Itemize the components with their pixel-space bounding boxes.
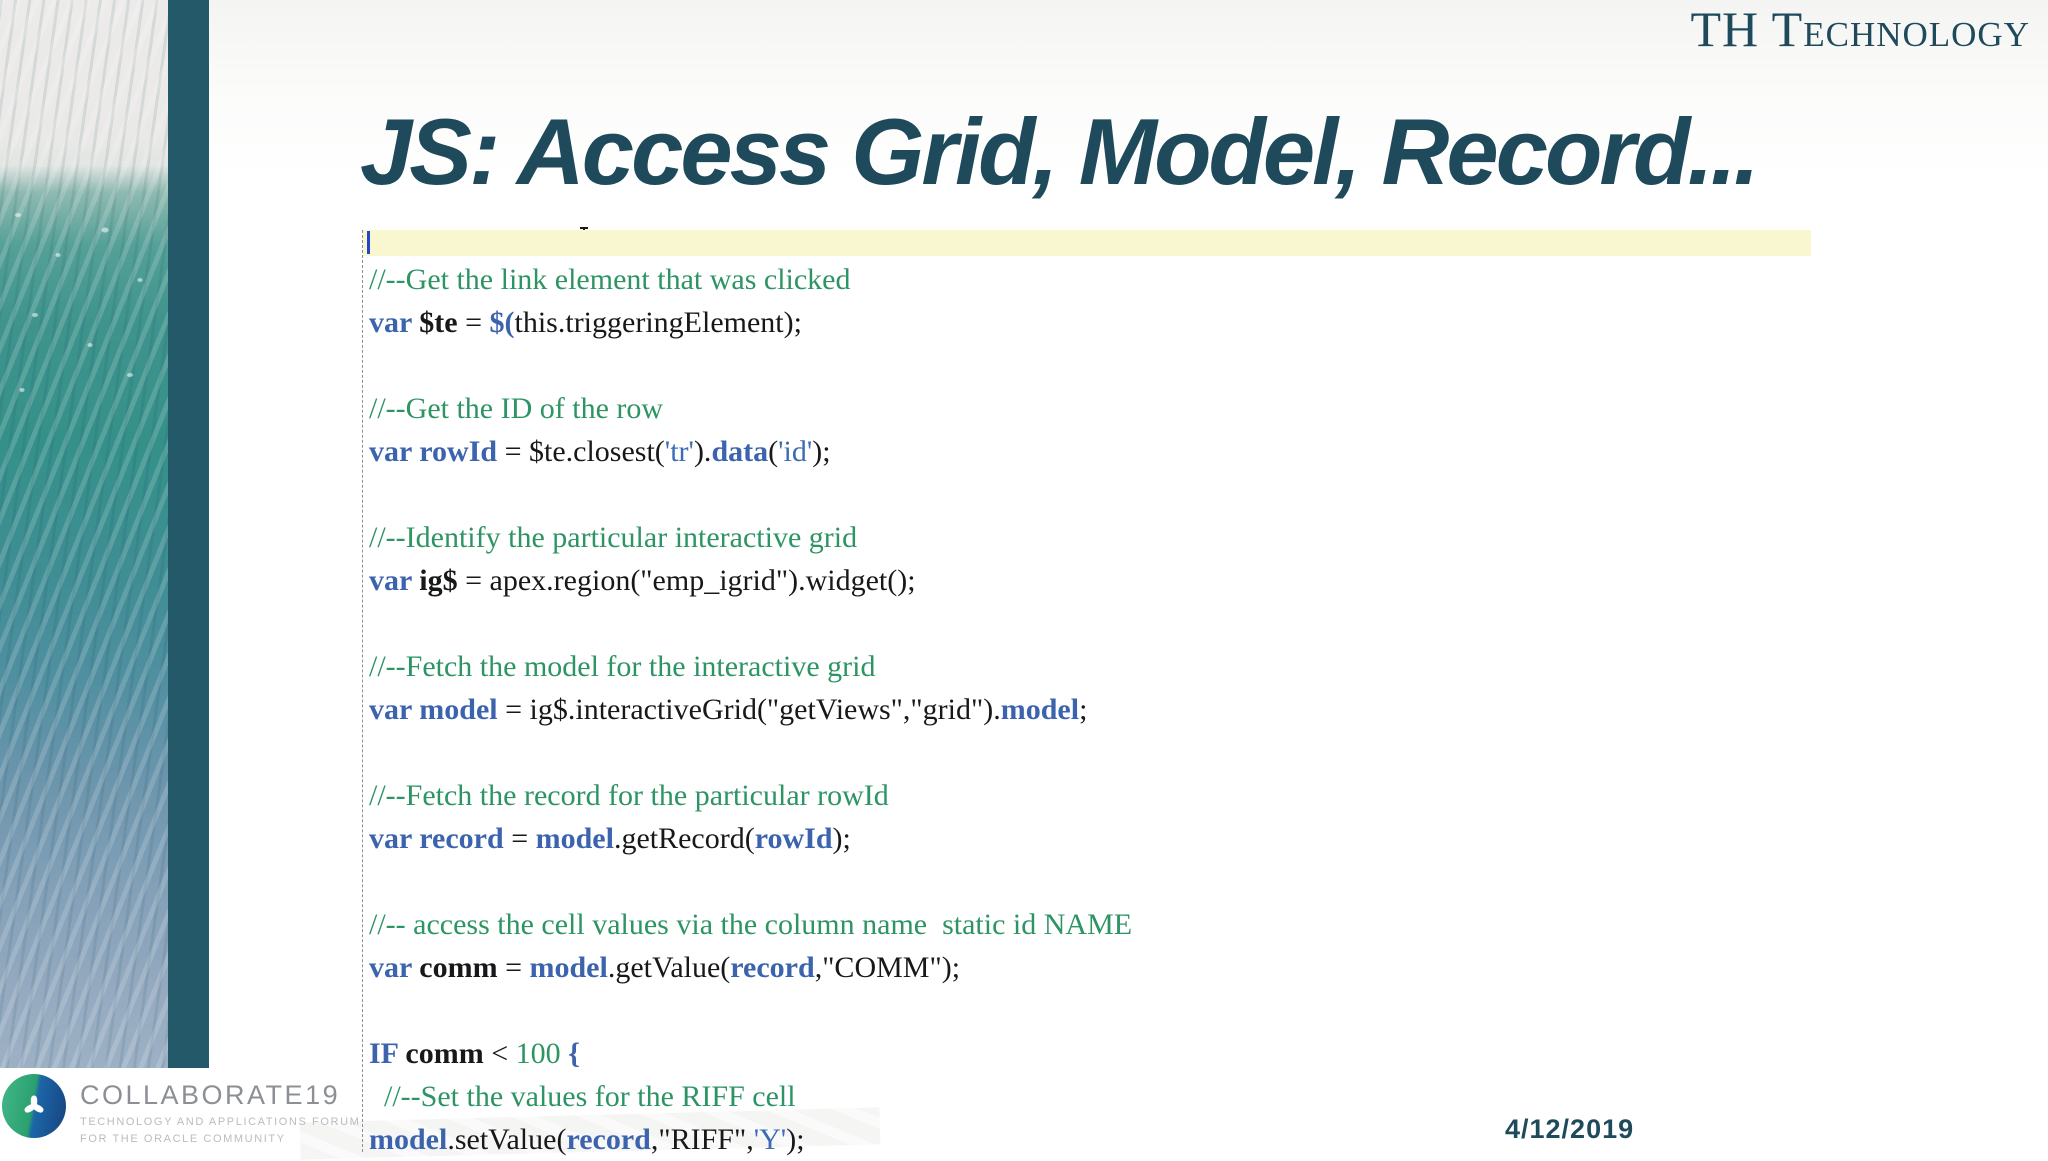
code-line: //--Fetch the record for the particular … (369, 779, 889, 812)
slide-date: 4/12/2019 (1505, 1114, 1635, 1144)
collaborate-tagline: TECHNOLOGY AND APPLICATIONS FORUM FOR TH… (80, 1116, 361, 1146)
wave-foam-texture (0, 185, 168, 415)
th-technology-logo: TH Technology (1690, 1, 2030, 57)
code-line: //--Get the ID of the row (369, 392, 664, 425)
code-line: var rowId = $te.closest('tr').data('id')… (369, 435, 831, 468)
slide-title: JS: Access Grid, Model, Record... (360, 99, 1760, 204)
collaborate19-logo: COLLABORATE19 TECHNOLOGY AND APPLICATION… (2, 1074, 360, 1148)
code-editor-area[interactable]: //--Get the link element that was clicke… (362, 230, 1821, 1156)
code-line: var $te = $(this.triggeringElement); (369, 306, 802, 339)
code-line (369, 989, 1821, 1032)
code-line (369, 344, 1821, 387)
collaborate-name: COLLABORATE19 (80, 1080, 341, 1110)
code-line: var ig$ = apex.region("emp_igrid").widge… (369, 564, 916, 597)
active-line-highlight (363, 230, 1811, 256)
code-line: //--Fetch the model for the interactive … (369, 650, 876, 683)
text-caret (367, 231, 370, 254)
code-line: var model = ig$.interactiveGrid("getView… (369, 693, 1088, 726)
sidebar-accent-stripe (168, 0, 209, 1068)
collaborate-trefoil-icon (2, 1074, 66, 1138)
code-line: //--Get the link element that was clicke… (369, 263, 851, 296)
code-line: model.setValue(record,"RIFF",'Y'); (369, 1123, 805, 1156)
code-line: IF comm < 100 { (369, 1037, 580, 1070)
code-line (369, 473, 1821, 516)
code-line: //--Identify the particular interactive … (369, 521, 858, 554)
code-line (369, 731, 1821, 774)
code-line (369, 602, 1821, 645)
code-line: //--Set the values for the RIFF cell (369, 1080, 796, 1113)
code-block: //--Get the link element that was clicke… (363, 256, 1821, 1161)
ocean-wave-image (0, 0, 168, 1068)
code-line: var comm = model.getValue(record,"COMM")… (369, 951, 961, 984)
collaborate-year: 19 (305, 1080, 341, 1110)
code-line: //-- access the cell values via the colu… (369, 908, 1133, 941)
code-line (369, 860, 1821, 903)
code-line: var record = model.getRecord(rowId); (369, 822, 851, 855)
